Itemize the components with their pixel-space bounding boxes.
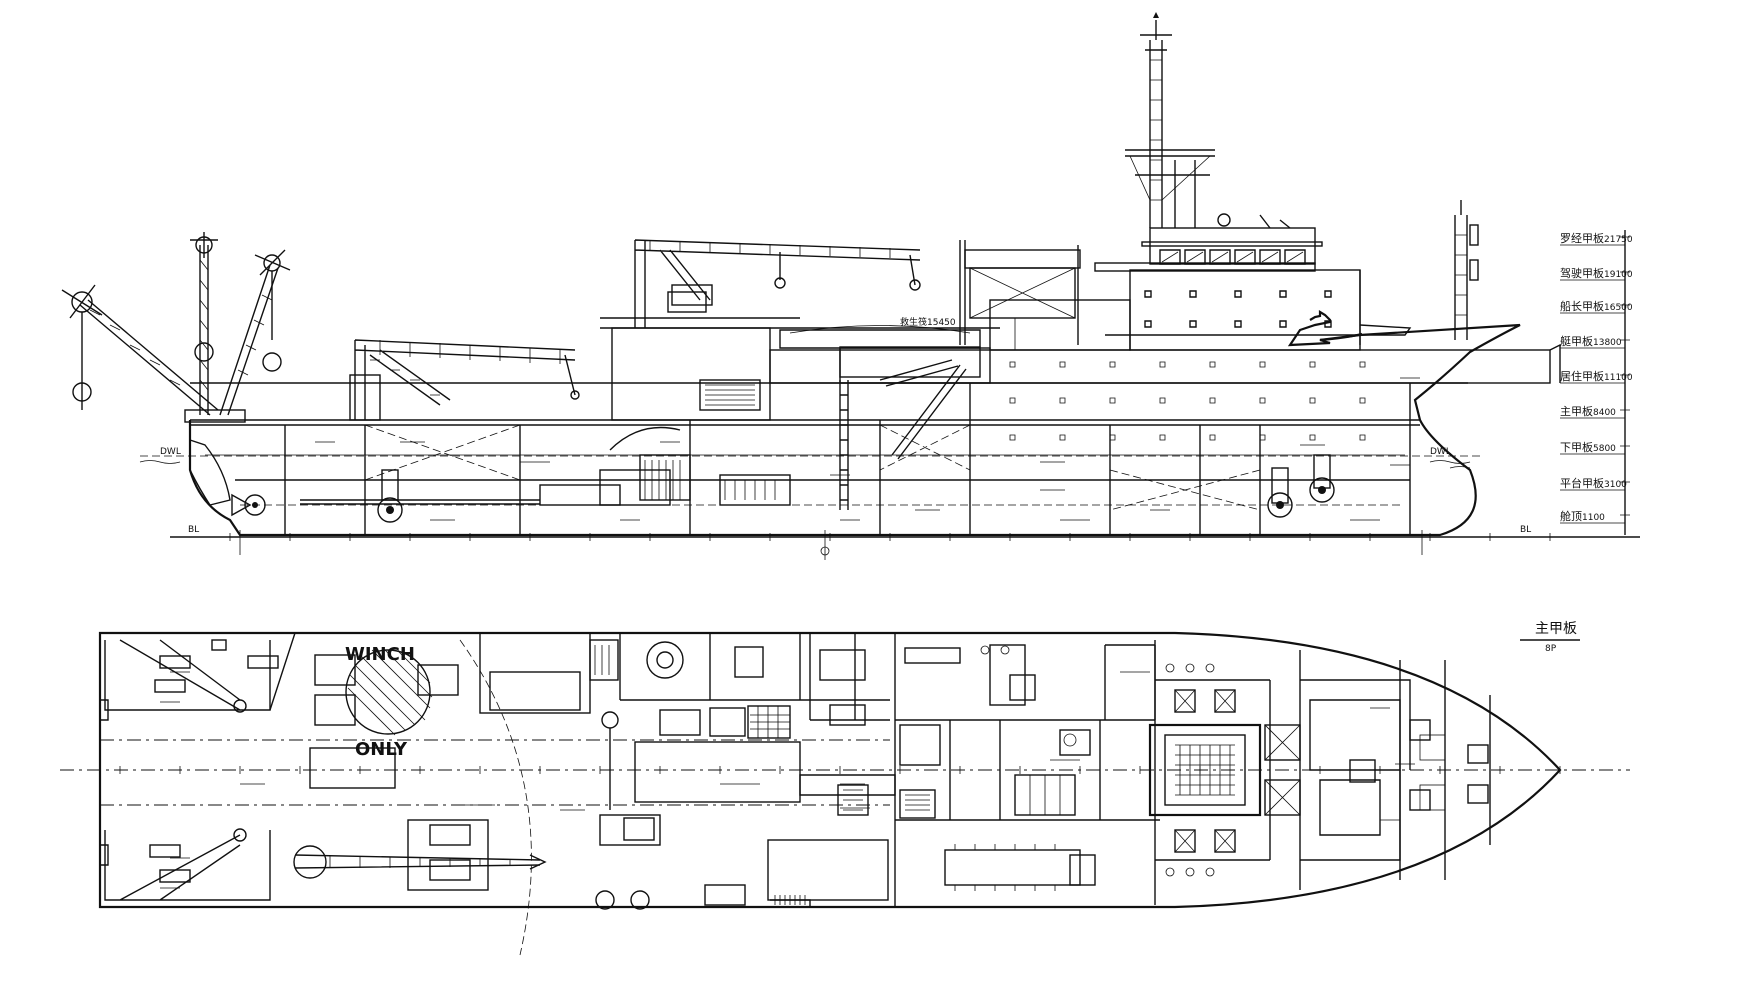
deck-label-bridge: 驾驶甲板19100: [1560, 266, 1633, 280]
deck-label-tanktop: 舱顶1100: [1560, 509, 1605, 523]
lifeboat-davit: [779, 240, 1081, 349]
aft-deck-equipment: [100, 632, 296, 901]
bridge-windows: [1159, 249, 1306, 265]
dwl-label-fwd: DWL: [1430, 447, 1451, 457]
aft-a-frame: [61, 232, 291, 423]
deck-label-boat: 艇甲板13800: [1560, 334, 1622, 348]
crane-base-lower: [293, 819, 547, 891]
profile-view: [61, 12, 1640, 560]
knuckle-crane: [349, 339, 580, 421]
deck-label-platform: 平台甲板3100: [1560, 476, 1627, 490]
gangway-ladder: [839, 359, 967, 510]
machinery-casing: [595, 633, 896, 910]
engine-room-machinery: [300, 426, 791, 523]
deck-label-compass: 罗经甲板21750: [1560, 231, 1633, 245]
portholes: [1009, 290, 1366, 441]
deck-label-captain: 船长甲板16500: [1560, 299, 1633, 313]
bl-label-fwd: BL: [1520, 525, 1531, 535]
bl-label-aft: BL: [188, 525, 199, 535]
dwl-label-aft: DWL: [160, 447, 181, 457]
frame-ticks: [229, 533, 1551, 541]
bow-thrusters: [1267, 454, 1335, 518]
deck-height-scale: [1560, 230, 1630, 535]
plan-view: WINCH ONLY: [60, 621, 1630, 956]
fore-mast: [1454, 200, 1479, 340]
deck-label-accommodation: 居住甲板11100: [1560, 369, 1633, 383]
forward-cabins: [1154, 640, 1491, 905]
deck-label-main: 主甲板8400: [1560, 404, 1616, 418]
deckhouse-crane: [634, 239, 921, 328]
annotation-marks: [160, 377, 1420, 889]
main-mast: [1125, 12, 1291, 229]
swing-arc: [459, 639, 532, 956]
winch-label: WINCH: [345, 644, 415, 665]
plan-title: 主甲板: [1535, 621, 1577, 637]
winch-area: WINCH ONLY: [309, 644, 459, 789]
only-label: ONLY: [355, 739, 408, 760]
deck-label-lower: 下甲板5800: [1560, 440, 1616, 454]
central-core: [1148, 723, 1301, 817]
deck-level-labels: 罗经甲板21750 驾驶甲板19100 船长甲板16500 艇甲板13800 居…: [1560, 231, 1633, 523]
mid-deck-hatches: [479, 632, 801, 846]
boat-deck-label: 救生筏15450: [900, 316, 956, 328]
plan-subtitle: 8P: [1545, 644, 1557, 654]
